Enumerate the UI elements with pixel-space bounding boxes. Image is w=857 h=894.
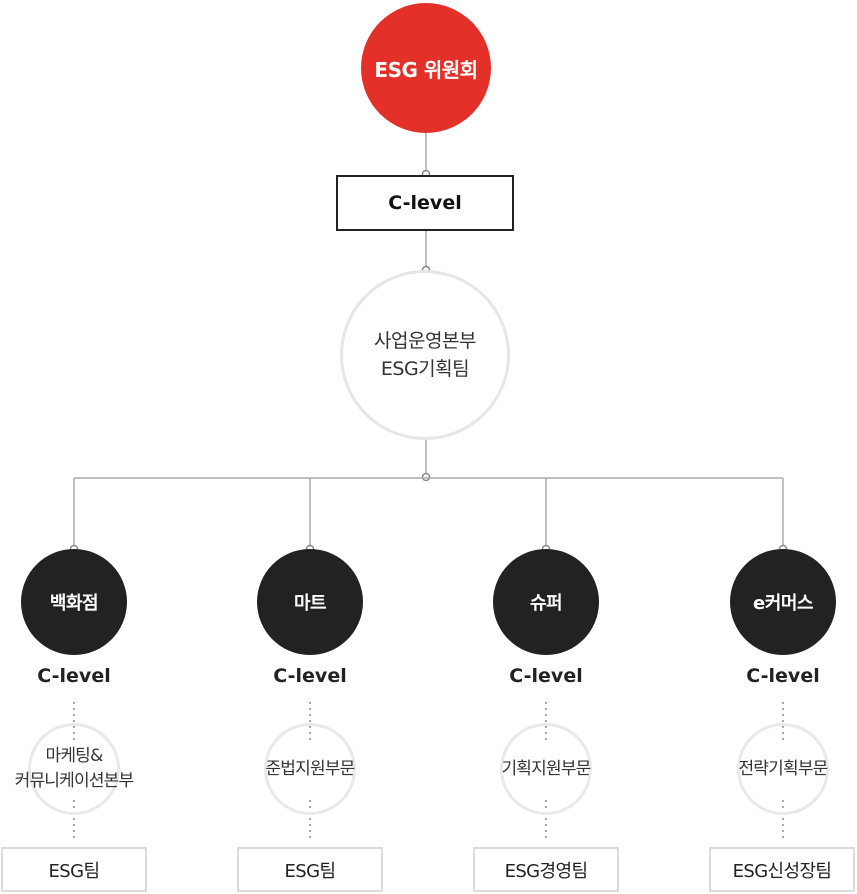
division-clevel: C-level bbox=[273, 665, 347, 687]
department-line1: 전략기획부문 bbox=[738, 758, 828, 779]
department-circle bbox=[264, 723, 356, 815]
team-label: ESG신성장팀 bbox=[732, 860, 832, 882]
division-name: e커머스 bbox=[753, 593, 813, 614]
esg-committee-node: ESG 위원회 bbox=[361, 3, 491, 133]
division-node: e커머스 bbox=[730, 549, 836, 655]
department-line2: 커뮤니케이션본부 bbox=[14, 771, 135, 791]
top-clevel-box: C-level bbox=[336, 175, 514, 231]
department-line1: 마케팅& bbox=[45, 746, 104, 766]
team-box: ESG팀 bbox=[1, 847, 147, 892]
headquarters-line1: 사업운영본부 bbox=[374, 330, 476, 352]
team-label: ESG팀 bbox=[48, 860, 101, 882]
division-clevel: C-level bbox=[746, 665, 820, 687]
division-name: 마트 bbox=[293, 593, 327, 614]
department-circle bbox=[28, 723, 120, 815]
headquarters-line2: ESG기획팀 bbox=[380, 358, 470, 380]
department-line1: 기획지원부문 bbox=[501, 758, 591, 779]
division-name: 백화점 bbox=[49, 593, 99, 614]
department-circle bbox=[737, 723, 829, 815]
division-node: 슈퍼 bbox=[493, 549, 599, 655]
department-circle bbox=[500, 723, 592, 815]
team-label: ESG경영팀 bbox=[504, 860, 588, 882]
team-box: ESG신성장팀 bbox=[709, 847, 855, 892]
department-label: 마케팅& 커뮤니케이션본부 bbox=[0, 723, 164, 815]
division-clevel: C-level bbox=[509, 665, 583, 687]
team-box: ESG팀 bbox=[237, 847, 383, 892]
division-name: 슈퍼 bbox=[529, 593, 563, 614]
department-line1: 준법지원부문 bbox=[265, 758, 355, 779]
headquarters-node: 사업운영본부 ESG기획팀 bbox=[340, 270, 510, 440]
top-clevel-label: C-level bbox=[388, 192, 462, 214]
team-label: ESG팀 bbox=[284, 860, 337, 882]
department-label: 준법지원부문 bbox=[220, 723, 400, 815]
division-node: 백화점 bbox=[21, 549, 127, 655]
division-clevel: C-level bbox=[37, 665, 111, 687]
connector-dot bbox=[421, 472, 431, 482]
team-box: ESG경영팀 bbox=[473, 847, 619, 892]
department-label: 기획지원부문 bbox=[456, 723, 636, 815]
division-node: 마트 bbox=[257, 549, 363, 655]
department-label: 전략기획부문 bbox=[693, 723, 857, 815]
esg-committee-label: ESG 위원회 bbox=[374, 57, 478, 82]
